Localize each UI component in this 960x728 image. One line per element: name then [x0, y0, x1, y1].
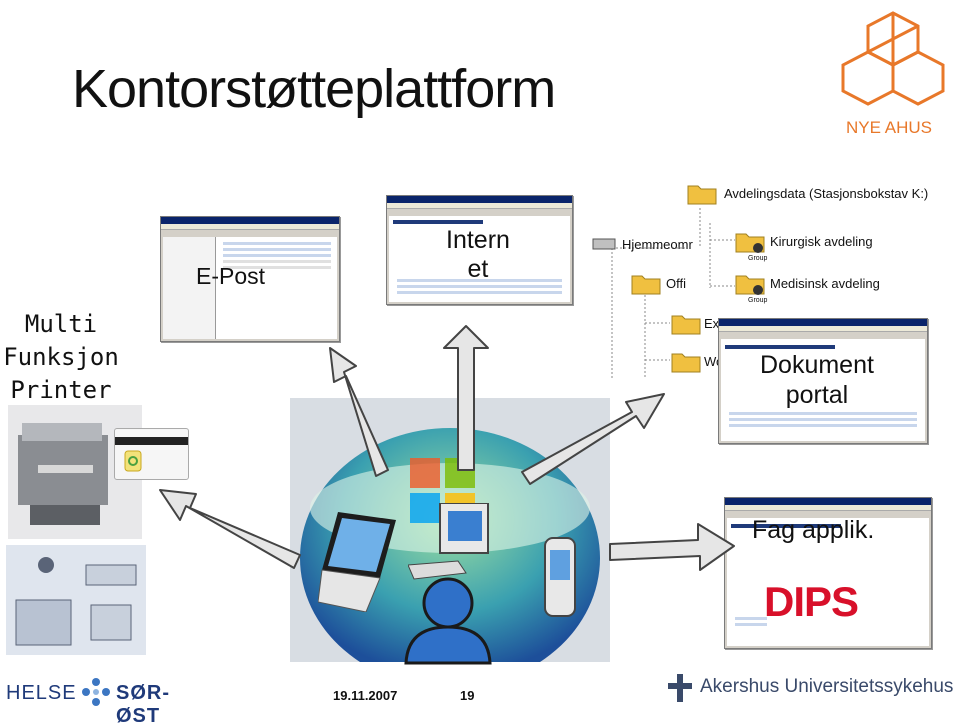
group-folder-icon	[735, 275, 765, 295]
multi-function-printer-label: Multi Funksjon Printer	[0, 308, 122, 407]
page-title: Kontorstøtteplattform	[72, 59, 556, 119]
cross-logo-icon	[668, 674, 692, 702]
arrow-to-email	[329, 347, 389, 477]
folder-hjemmeomrade[interactable]: Hjemmeomr	[622, 237, 693, 252]
group-tag: Group	[748, 297, 768, 304]
folder-avdelingsdata[interactable]: Avdelingsdata (Stasjonsbokstav K:)	[724, 186, 929, 201]
akershus-text: Akershus Universitetssykehus	[700, 676, 954, 697]
email-client-window[interactable]	[160, 216, 340, 342]
dokument-label-line1: Dokument	[760, 351, 874, 379]
mfp-label-line1: Multi	[24, 310, 98, 338]
mobile-phone-icon	[544, 537, 576, 617]
sorost-text: SØR-ØST	[116, 682, 170, 727]
fag-applik-label: Fag applik.	[752, 516, 875, 544]
tree-lines	[611, 208, 735, 378]
arrow-to-document-portal	[521, 393, 665, 485]
mfp-label-line2: Funksjon	[3, 343, 119, 371]
user-avatar-icon	[404, 577, 492, 665]
folder-tree	[590, 178, 930, 378]
dokument-portal-label: Dokument portal	[760, 350, 874, 410]
arrow-to-fag-application	[609, 523, 735, 571]
folder-offi[interactable]: Offi	[666, 276, 686, 291]
epost-label: E-Post	[196, 263, 266, 289]
printer-icon	[18, 423, 108, 525]
dokument-label-line2: portal	[785, 381, 849, 409]
folder-icon	[671, 315, 701, 335]
group-tag: Group	[748, 255, 768, 262]
footer-date: 19.11.2007	[333, 688, 398, 703]
helse-sor-ost-logo: HELSE SØR-ØST	[6, 672, 206, 727]
internet-label: Intern et	[446, 226, 510, 284]
access-card	[114, 428, 189, 480]
copier-person-icon	[15, 557, 137, 646]
arrow-to-printer	[159, 489, 301, 569]
hexagon-logo-icon	[841, 11, 945, 106]
laptop-icon	[318, 512, 396, 612]
card-chip-icon	[124, 450, 142, 472]
desktop-computer-icon	[408, 503, 489, 580]
folder-icon	[671, 353, 701, 373]
arrow-to-internet	[443, 325, 489, 471]
akershus-logo: Akershus Universitetssykehus	[668, 672, 958, 708]
document-portal-window[interactable]	[718, 318, 928, 444]
logo-text: NYE AHUS	[846, 118, 932, 137]
page-number: 19	[460, 688, 475, 703]
internet-browser-window[interactable]	[386, 195, 573, 305]
dips-logo: DIPS	[764, 578, 859, 625]
internet-label-line2: et	[467, 255, 489, 283]
folder-icon	[631, 275, 661, 295]
folder-ex[interactable]: Ex	[704, 316, 720, 331]
group-folder-icon	[735, 233, 765, 253]
folder-medisinsk[interactable]: Medisinsk avdeling	[770, 276, 880, 291]
office-devices-image	[6, 545, 146, 655]
folder-kirurgisk[interactable]: Kirurgisk avdeling	[770, 234, 873, 249]
mfp-label-line3: Printer	[10, 376, 112, 404]
drive-icon	[592, 238, 616, 250]
helse-text: HELSE	[6, 682, 77, 704]
fag-application-window[interactable]	[724, 497, 932, 649]
folder-icon	[687, 185, 717, 205]
dots-icon	[82, 678, 110, 706]
nye-ahus-logo: NYE AHUS	[838, 8, 948, 138]
internet-label-line1: Intern	[446, 226, 510, 254]
